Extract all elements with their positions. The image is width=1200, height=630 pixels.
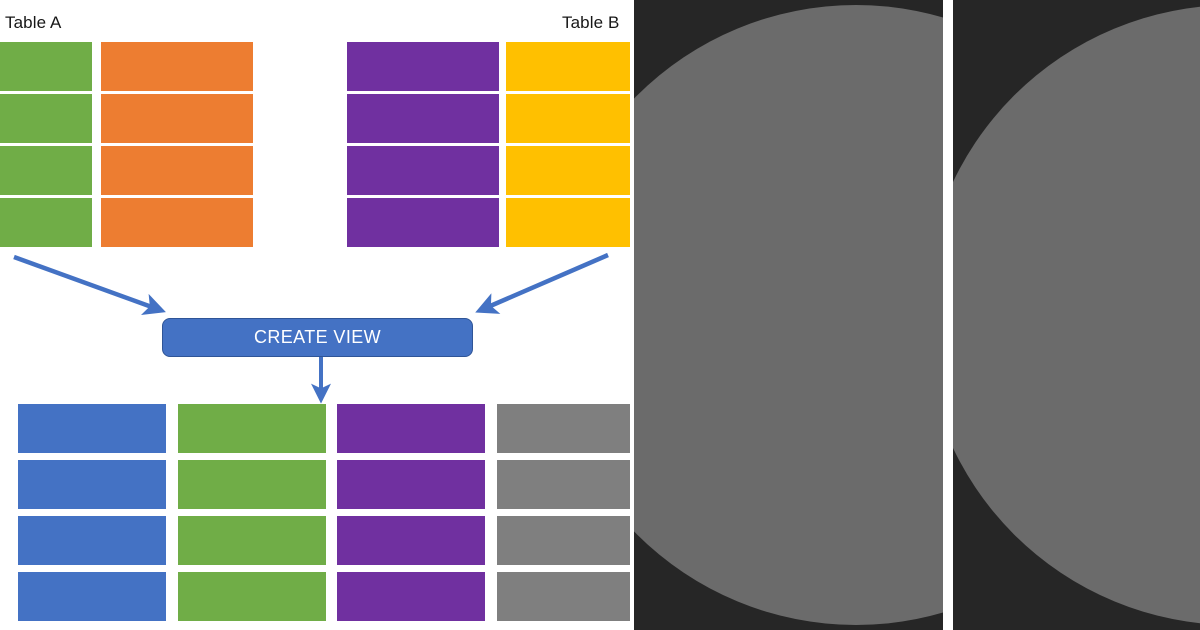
arrow-table-a-to-create-view bbox=[13, 254, 166, 316]
table-b-cell-r2-c2 bbox=[506, 94, 630, 143]
table-b-cell-r3-c2 bbox=[506, 146, 630, 195]
result-view-cell-r1-c2 bbox=[178, 404, 326, 453]
table-a-cell-r3-c2 bbox=[101, 146, 253, 195]
table-a-cell-r4-c1 bbox=[0, 198, 92, 247]
table-b-cell-r2-c1 bbox=[347, 94, 499, 143]
result-view-cell-r3-c4 bbox=[497, 516, 630, 565]
result-view-cell-r4-c1 bbox=[18, 572, 166, 621]
result-view-cell-r4-c3 bbox=[337, 572, 485, 621]
result-view-cell-r2-c3 bbox=[337, 460, 485, 509]
dark-panel-2 bbox=[953, 0, 1200, 630]
arrow-table-b-to-create-view bbox=[475, 252, 609, 314]
table-b-cell-r3-c1 bbox=[347, 146, 499, 195]
table-b-cell-r4-c1 bbox=[347, 198, 499, 247]
result-view-cell-r4-c4 bbox=[497, 572, 630, 621]
result-view-cell-r4-c2 bbox=[178, 572, 326, 621]
result-view-cell-r3-c2 bbox=[178, 516, 326, 565]
table-a-label: Table A bbox=[5, 13, 62, 32]
gray-circle-icon bbox=[634, 5, 943, 625]
sql-view-diagram: Table A Table B CREATE VIEW bbox=[0, 13, 630, 621]
table-a-cell-r1-c2 bbox=[101, 42, 253, 91]
table-a-cell-r2-c2 bbox=[101, 94, 253, 143]
table-b-cell-r4-c2 bbox=[506, 198, 630, 247]
table-a-cell-r3-c1 bbox=[0, 146, 92, 195]
result-view-cell-r1-c1 bbox=[18, 404, 166, 453]
result-view-cell-r1-c4 bbox=[497, 404, 630, 453]
result-view-cell-r1-c3 bbox=[337, 404, 485, 453]
table-b-label: Table B bbox=[562, 13, 620, 32]
result-view-cell-r3-c3 bbox=[337, 516, 485, 565]
table-a-cell-r2-c1 bbox=[0, 94, 92, 143]
table-b-cell-r1-c1 bbox=[347, 42, 499, 91]
table-a-cell-r4-c2 bbox=[101, 198, 253, 247]
result-view-cell-r3-c1 bbox=[18, 516, 166, 565]
gray-circle-icon bbox=[953, 5, 1200, 625]
dark-panel-1 bbox=[634, 0, 943, 630]
create-view-button[interactable]: CREATE VIEW bbox=[162, 318, 473, 357]
table-a-cell-r1-c1 bbox=[0, 42, 92, 91]
result-view-cell-r2-c4 bbox=[497, 460, 630, 509]
result-view-cell-r2-c2 bbox=[178, 460, 326, 509]
table-b-cell-r1-c2 bbox=[506, 42, 630, 91]
result-view-cell-r2-c1 bbox=[18, 460, 166, 509]
